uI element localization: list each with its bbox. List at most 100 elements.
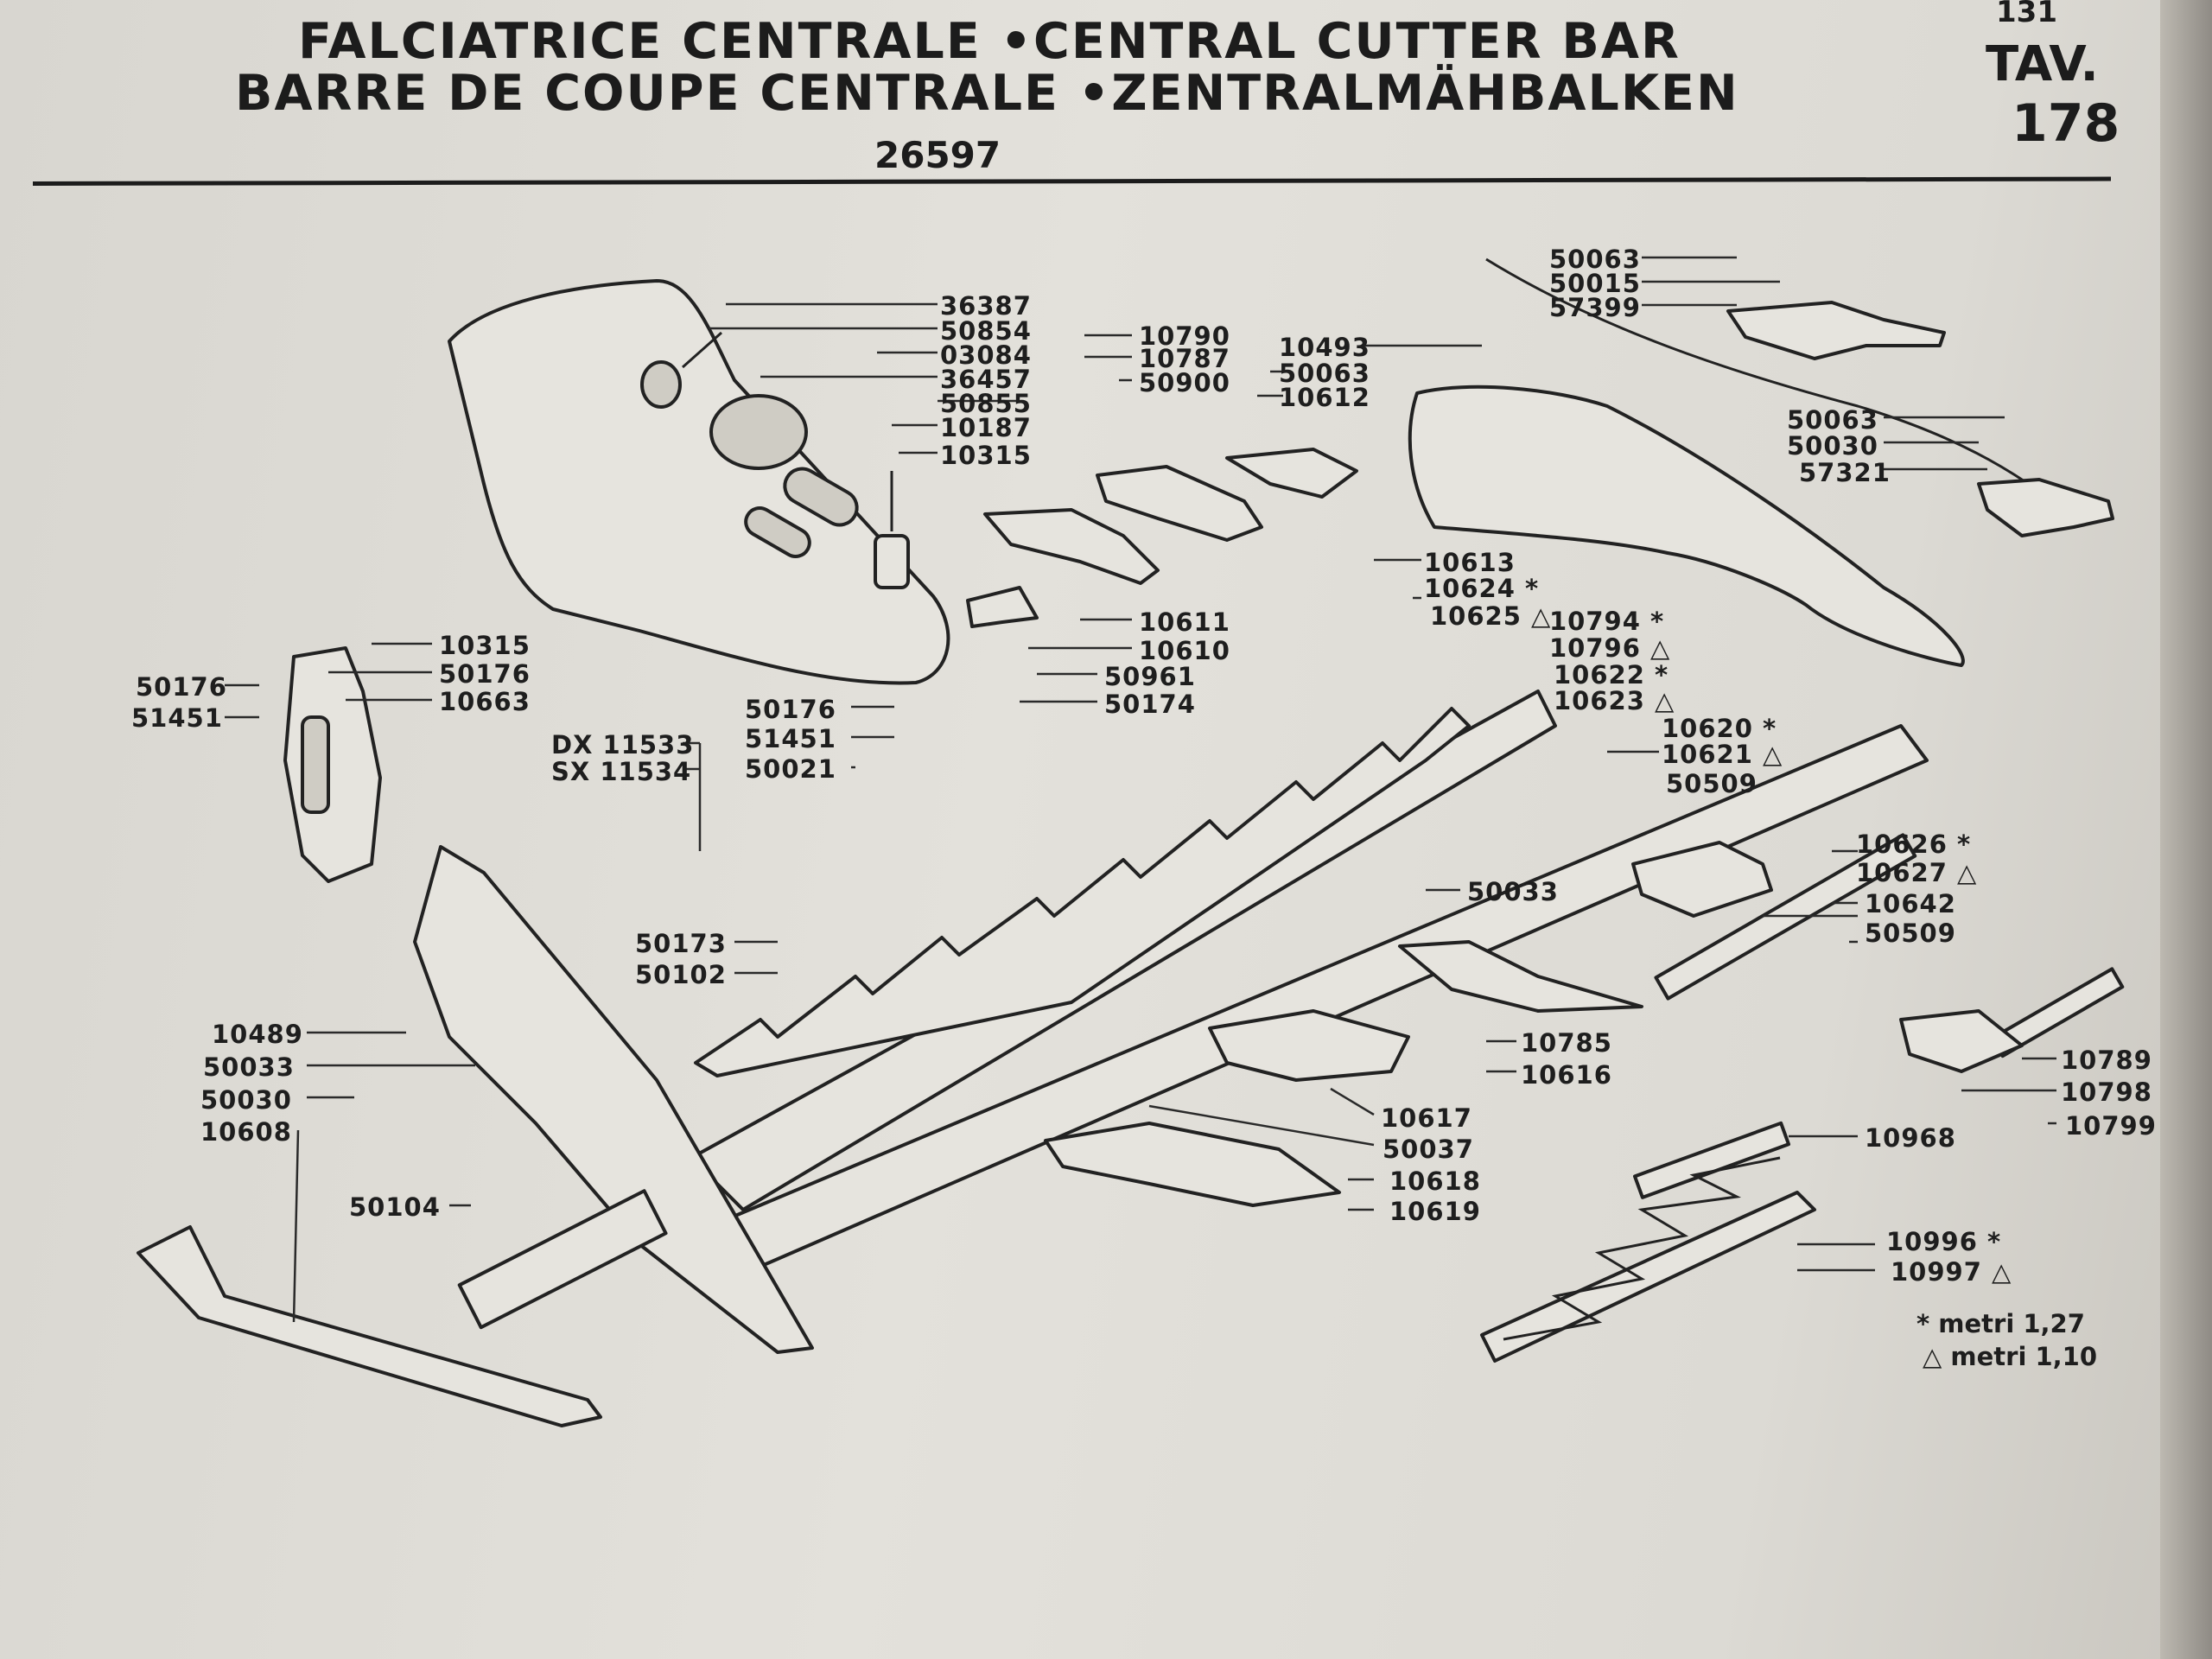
part-label: 10610 — [1139, 636, 1230, 665]
part-label: 51451 — [745, 724, 836, 753]
part-label: 10624 * — [1424, 574, 1540, 603]
part-label: 50033 — [203, 1052, 295, 1082]
knife-10996 — [1480, 1191, 1816, 1363]
shoe-plate — [457, 1189, 668, 1330]
part-label: 10613 — [1424, 548, 1516, 577]
part-label: 10618 — [1389, 1166, 1481, 1196]
plate-number: 178 — [2012, 93, 2120, 154]
right-cover-curve — [1485, 257, 2075, 520]
part-label: 50961 — [1104, 662, 1196, 691]
bracket-57321 — [1977, 478, 2114, 537]
part-label: 10626 * — [1856, 830, 1972, 859]
knife-sections — [694, 707, 1471, 1077]
right-fender — [1408, 385, 1965, 667]
part-label: 50176 — [745, 695, 836, 724]
part-label: 10642 — [1865, 889, 1956, 918]
part-label: 50173 — [635, 929, 727, 958]
part-label: 50063 — [1787, 405, 1878, 435]
part-label: 50509 — [1666, 769, 1758, 798]
part-label: 36387 — [940, 291, 1032, 321]
part-label: 10621 △ — [1662, 740, 1783, 769]
part-label: 50104 — [349, 1192, 441, 1222]
part-label: 50015 — [1549, 269, 1641, 298]
model-code: 26597 — [874, 134, 1001, 176]
part-label: 10789 — [2061, 1046, 2152, 1075]
part-label: 10787 — [1139, 344, 1230, 373]
part-label: 50174 — [1104, 690, 1196, 719]
part-label: 10997 △ — [1891, 1257, 2012, 1287]
part-label: 36457 — [940, 365, 1032, 394]
arm-slot — [301, 715, 330, 814]
part-label: 10620 * — [1662, 714, 1777, 743]
part-label: 50176 — [439, 659, 531, 689]
part-label: 10799 — [2065, 1111, 2157, 1141]
clip-10610 — [966, 586, 1039, 628]
part-label: 10794 * — [1549, 607, 1665, 636]
part-label: 10996 * — [1886, 1227, 2002, 1256]
part-label: 50855 — [940, 389, 1032, 418]
part-label: 10617 — [1381, 1103, 1472, 1133]
part-label: 10625 △ — [1430, 601, 1552, 631]
part-label: 10798 — [2061, 1077, 2152, 1107]
part-label: 10489 — [212, 1020, 303, 1049]
fender-slot-2 — [744, 506, 811, 558]
part-label: 10612 — [1279, 383, 1370, 412]
fender-hole — [640, 360, 682, 409]
part-label: 03084 — [940, 340, 1032, 370]
plate-10642 — [1631, 841, 1773, 918]
post-spacer — [874, 534, 910, 589]
fender-window — [709, 394, 808, 470]
part-label: 50102 — [635, 960, 727, 989]
part-label: 50854 — [940, 316, 1032, 346]
part-label: 50033 — [1467, 877, 1559, 906]
part-label: 50030 — [200, 1085, 292, 1115]
plate-10787 — [1096, 465, 1263, 542]
part-label: 10493 — [1279, 333, 1370, 362]
part-label: 10623 △ — [1554, 686, 1675, 715]
bracket-57399 — [1726, 301, 1946, 360]
part-label: 57321 — [1799, 458, 1891, 487]
part-label: SX 11534 — [551, 757, 692, 786]
part-label: 10663 — [439, 687, 531, 716]
part-label: 10616 — [1521, 1060, 1612, 1090]
part-label: 10796 △ — [1549, 633, 1671, 663]
fender-plate — [448, 279, 950, 685]
part-label: 10622 * — [1554, 660, 1669, 690]
part-label: 51451 — [131, 703, 223, 733]
leader-lines — [225, 256, 2056, 1323]
part-label: 10608 — [200, 1117, 292, 1147]
part-label: 57399 — [1549, 293, 1641, 322]
part-label: 10785 — [1521, 1028, 1612, 1058]
part-label: 50176 — [136, 672, 227, 702]
guard-10617 — [1208, 1009, 1410, 1082]
part-label: 50063 — [1549, 245, 1641, 274]
shoe-10489 — [413, 845, 814, 1354]
fender-slot-1 — [783, 467, 859, 527]
page-edge-shadow — [2160, 0, 2212, 1659]
guard-10785 — [1398, 940, 1643, 1013]
part-label: 10619 — [1389, 1197, 1481, 1226]
knife-10996-teeth — [1503, 1156, 1781, 1341]
part-label: 10187 — [940, 413, 1032, 442]
plate-10611 — [983, 508, 1160, 585]
part-label: 50509 — [1865, 918, 1956, 948]
legend-triangle: △ metri 1,10 — [1923, 1342, 2098, 1371]
plate-label: TAV. — [1986, 36, 2099, 92]
title-line-2: BARRE DE COUPE CENTRALE •ZENTRALMÄHBALKE… — [235, 65, 1739, 122]
part-label: 10627 △ — [1856, 858, 1978, 887]
part-label: 50021 — [745, 754, 836, 784]
part-label: 50037 — [1382, 1135, 1474, 1164]
part-label: 10611 — [1139, 607, 1230, 637]
bracket-10612 — [1225, 448, 1358, 499]
page-number: 131 — [1996, 0, 2057, 29]
arm-10663 — [283, 646, 382, 883]
part-label: 50900 — [1139, 368, 1230, 397]
title-line-1: FALCIATRICE CENTRALE •CENTRAL CUTTER BAR — [298, 13, 1681, 70]
part-label: 50063 — [1279, 359, 1370, 388]
part-label: DX 11533 — [551, 730, 695, 760]
part-label: 10790 — [1139, 321, 1230, 351]
part-label: 10315 — [940, 441, 1032, 470]
guard-10618 — [1044, 1122, 1341, 1207]
